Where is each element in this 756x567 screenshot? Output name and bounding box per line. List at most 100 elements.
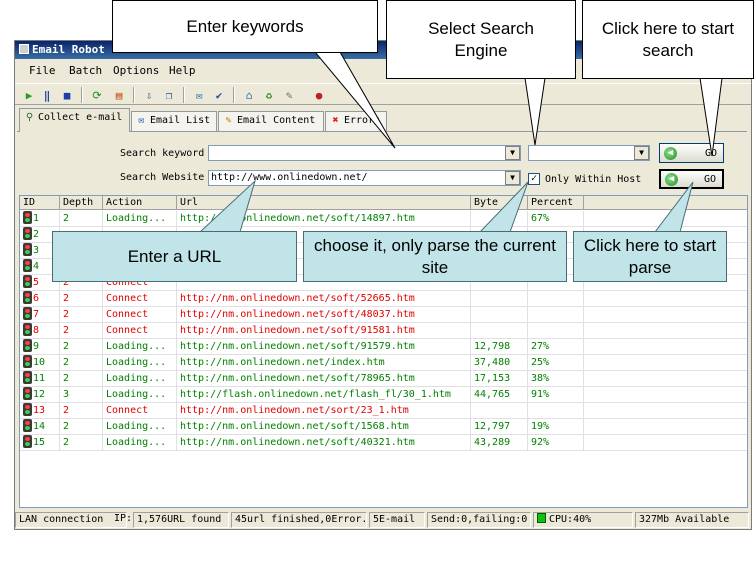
cell-bytes	[471, 307, 528, 323]
cell-bytes: 12,798	[471, 339, 528, 355]
cell-url	[177, 275, 471, 291]
callout-text: Enter a URL	[127, 246, 222, 266]
menu-file[interactable]: File	[29, 64, 56, 77]
cell-bytes: 37,480	[471, 355, 528, 371]
parse-go-button[interactable]: ◀GO	[659, 169, 724, 189]
search-website-label: Search Website	[120, 172, 205, 183]
cell-percent: 19%	[528, 419, 584, 435]
copy-icon[interactable]: ❐	[165, 88, 173, 102]
cell-percent: 25%	[528, 355, 584, 371]
ip-text: IP:	[114, 513, 131, 524]
cpu-text: CPU:40%	[549, 514, 592, 525]
urls-finished-text: 45url finished,0Error.	[235, 514, 367, 525]
search-go-button[interactable]: ◀GO	[659, 143, 724, 163]
cell-percent: 92%	[528, 435, 584, 451]
search-icon: ⚲	[25, 112, 34, 123]
column-header-action[interactable]: Action	[103, 196, 177, 210]
keyword-dropdown-button[interactable]: ▼	[505, 146, 520, 160]
row-id: 9	[33, 341, 40, 352]
cell-id: 9	[20, 339, 60, 355]
chevron-down-icon[interactable]: ▼	[634, 146, 649, 160]
cell-percent: 91%	[528, 387, 584, 403]
error-icon: ✖	[332, 115, 339, 126]
tab-label: Errors	[344, 115, 381, 126]
status-memory: 327Mb Available	[635, 512, 749, 528]
menu-options[interactable]: Options	[113, 64, 160, 77]
tab-email-content[interactable]: ✎Email Content	[218, 111, 324, 131]
cell-url: http://nm.onlinedown.net/sort/23_1.htm	[177, 403, 471, 419]
row-id: 13	[33, 405, 46, 416]
column-header-depth[interactable]: Depth	[60, 196, 103, 210]
cell-action: Connect	[103, 307, 177, 323]
callout-start-parse: Click here to start parse	[573, 231, 727, 282]
row-id: 2	[33, 229, 40, 240]
cell-bytes: 43,289	[471, 435, 528, 451]
tab-label: Email List	[150, 115, 211, 126]
traffic-light-icon	[23, 419, 32, 432]
stop-icon[interactable]: ■	[63, 88, 71, 102]
menu-batch[interactable]: Batch	[69, 64, 103, 77]
tab-collect-email[interactable]: ⚲Collect e-mail	[19, 108, 130, 132]
send-text: Send:0,failing:0	[431, 514, 528, 525]
table-header: ID Depth Action Url Byte Percent	[20, 196, 747, 210]
column-header-byte[interactable]: Byte	[471, 196, 528, 210]
refresh-icon[interactable]: ⟳	[92, 88, 102, 102]
edit-icon: ✎	[225, 115, 232, 126]
cell-id: 5	[20, 275, 60, 291]
cell-url: http://nm.onlinedown.net/soft/40321.htm	[177, 435, 471, 451]
mail-icon[interactable]: ⌂	[245, 88, 253, 102]
import-icon[interactable]: ⇩	[145, 88, 153, 102]
cell-url: http://nm.onlinedown.net/soft/14897.htm	[177, 211, 471, 227]
tab-email-list[interactable]: ✉Email List	[131, 111, 217, 131]
search-keyword-input[interactable]	[208, 145, 521, 161]
column-header-url[interactable]: Url	[177, 196, 471, 210]
row-id: 12	[33, 389, 46, 400]
tab-errors[interactable]: ✖ Errors	[325, 111, 387, 131]
window-title: Email Robot	[32, 43, 105, 56]
cell-action: Connect	[103, 323, 177, 339]
column-header-id[interactable]: ID	[20, 196, 60, 210]
search-website-input[interactable]: http://www.onlinedown.net/	[208, 170, 521, 186]
traffic-light-icon	[23, 339, 32, 352]
export-icon[interactable]: ▤	[115, 88, 123, 102]
cell-percent	[528, 323, 584, 339]
exit-icon[interactable]: ●	[315, 88, 323, 102]
memory-text: 327Mb Available	[639, 514, 730, 525]
search-engine-select[interactable]	[528, 145, 650, 161]
only-within-host-checkbox[interactable]: ✓	[528, 173, 540, 185]
connection-text: LAN connection	[19, 514, 104, 525]
traffic-light-icon	[23, 227, 32, 240]
go-label: GO	[704, 147, 717, 159]
traffic-light-icon	[23, 355, 32, 368]
send-icon[interactable]: ✉	[195, 88, 203, 102]
traffic-light-icon	[23, 371, 32, 384]
check-icon[interactable]: ✔	[215, 88, 223, 102]
clear-icon[interactable]: ✎	[285, 88, 293, 102]
cell-percent	[528, 403, 584, 419]
row-id: 14	[33, 421, 46, 432]
status-bar: LAN connection IP: 1,576URL found 45url …	[15, 511, 751, 529]
website-dropdown-button[interactable]: ▼	[505, 171, 520, 185]
pause-icon[interactable]: ‖	[43, 88, 51, 102]
column-header-percent[interactable]: Percent	[528, 196, 584, 210]
status-send: Send:0,failing:0	[427, 512, 531, 528]
cell-depth: 2	[60, 371, 103, 387]
traffic-light-icon	[23, 387, 32, 400]
recycle-icon[interactable]: ♻	[265, 88, 273, 102]
cell-percent	[528, 275, 584, 291]
menu-help[interactable]: Help	[169, 64, 196, 77]
play-icon[interactable]: ▶	[25, 88, 33, 102]
row-id: 15	[33, 437, 46, 448]
